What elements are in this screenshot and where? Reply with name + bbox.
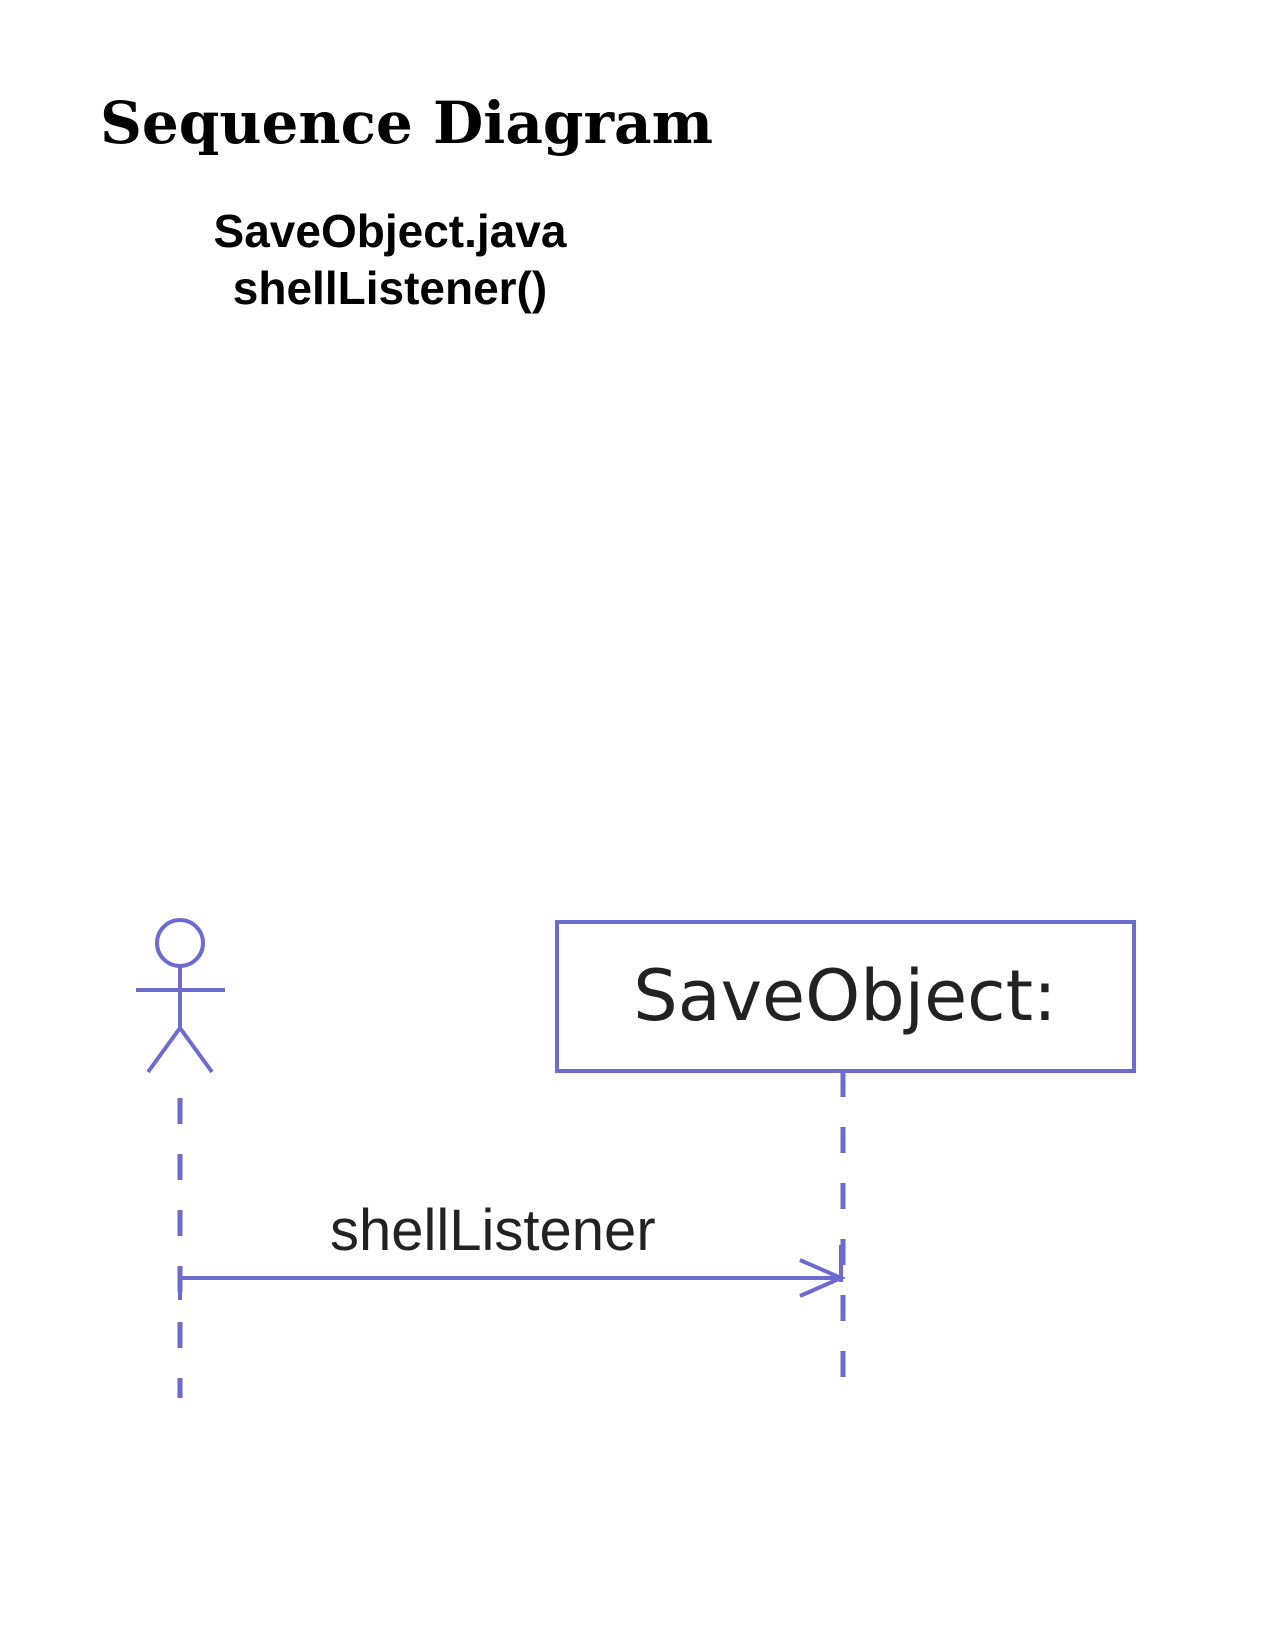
actor-icon [136, 918, 225, 1074]
message-shell-listener: shellListener [178, 1198, 846, 1300]
actor-left-leg [146, 1026, 182, 1074]
subtitle-file-name: SaveObject.java [213, 205, 567, 257]
message-label: shellListener [330, 1198, 656, 1263]
page-title: Sequence Diagram [100, 89, 713, 157]
actor-head [155, 918, 205, 968]
object-box [555, 920, 1136, 1073]
actor-right-leg [178, 1026, 214, 1074]
object-label: SaveObject: [633, 955, 1056, 1037]
subtitle-method-name: shellListener() [232, 262, 548, 314]
object-participant: SaveObject: [555, 920, 1136, 1073]
diagram-subtitle: SaveObject.java shellListener() [190, 203, 590, 317]
